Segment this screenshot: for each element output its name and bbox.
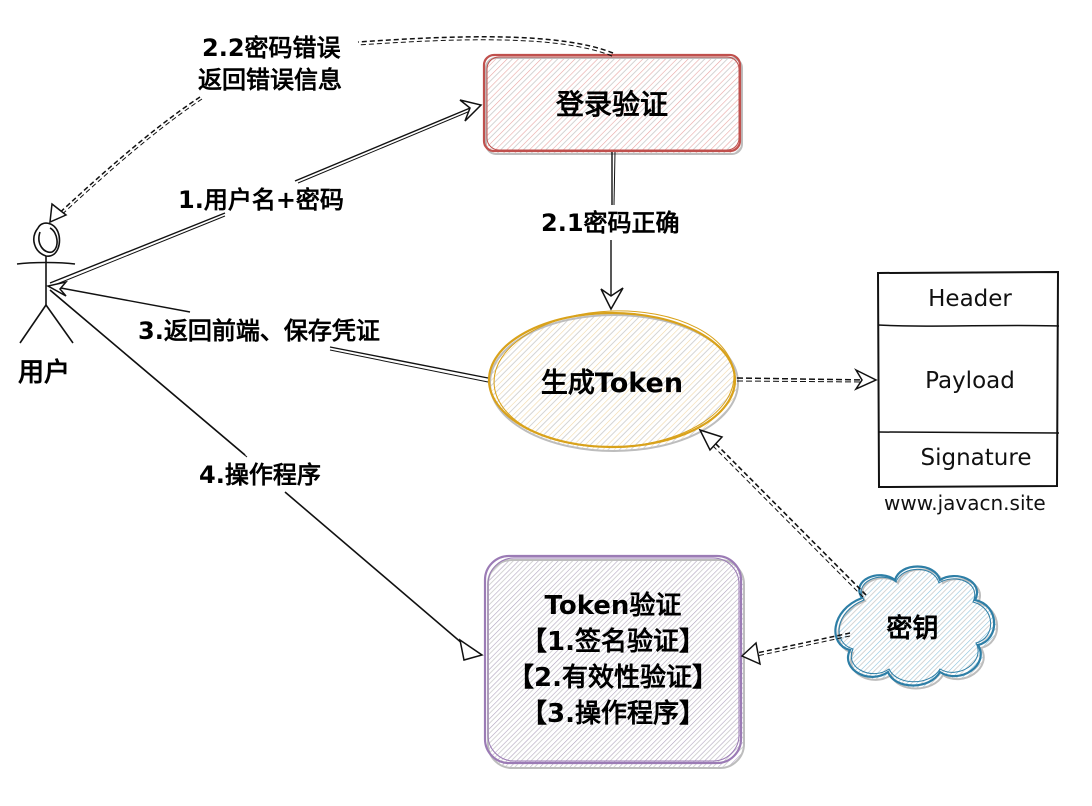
arrowhead-icon [458,638,484,661]
secret-key-label: 密钥 [850,596,975,656]
watermark: www.javacn.site [884,491,1046,515]
edge-2-1-password-correct [600,151,624,311]
user-actor-icon[interactable] [16,222,76,344]
jwt-payload-section: Payload [925,368,1015,394]
token-verify-label: Token验证 【1.签名验证】 【2.有效性验证】 【3.操作程序】 [485,585,741,735]
user-actor-label: 用户 [18,358,71,388]
login-node[interactable] [482,53,743,155]
edge-secret-to-token [709,439,867,598]
edge-3-label: 3.返回前端、保存凭证 [138,317,380,345]
jwt-signature-section: Signature [920,445,1032,471]
edge-2-2-label-line2: 返回错误信息 [198,66,342,94]
arrowhead-icon [459,99,483,122]
jwt-structure-box [876,270,1060,489]
token-generate-label: 生成Token [489,312,735,448]
token-verify-title: Token验证 [544,591,682,621]
login-node-label: 登录验证 [484,55,740,151]
edge-secret-to-verify [751,632,851,658]
token-verify-step-1: 【1.签名验证】 [521,627,705,657]
edge-1-label: 1.用户名+密码 [178,186,344,214]
edge-token-to-jwt [736,377,867,383]
login-node-text: 登录验证 [555,88,668,121]
edge-4-operation [49,289,484,661]
token-generate-node[interactable] [487,307,739,452]
arrowhead-icon [600,287,624,311]
secret-key-text: 密钥 [886,613,939,644]
token-generate-text: 生成Token [540,367,684,399]
arrowhead-icon [853,368,878,391]
secret-key-node[interactable] [834,565,999,690]
jwt-header-section: Header [928,286,1012,312]
arrowhead-icon [45,280,69,297]
edge-2-1-label: 2.1密码正确 [541,209,680,237]
token-verify-node[interactable] [483,554,745,769]
token-verify-step-3: 【3.操作程序】 [521,699,705,729]
token-verify-step-2: 【2.有效性验证】 [508,663,718,693]
arrowhead-icon [740,641,762,666]
edge-3-return-frontend [45,280,489,383]
edge-2-2-password-error [53,36,614,221]
edge-1-username-password [49,99,483,287]
arrowhead-icon [698,428,724,452]
edge-2-2-label-line1: 2.2密码错误 [202,34,341,62]
arrowhead-icon [49,202,68,224]
edge-4-label: 4.操作程序 [199,461,321,489]
